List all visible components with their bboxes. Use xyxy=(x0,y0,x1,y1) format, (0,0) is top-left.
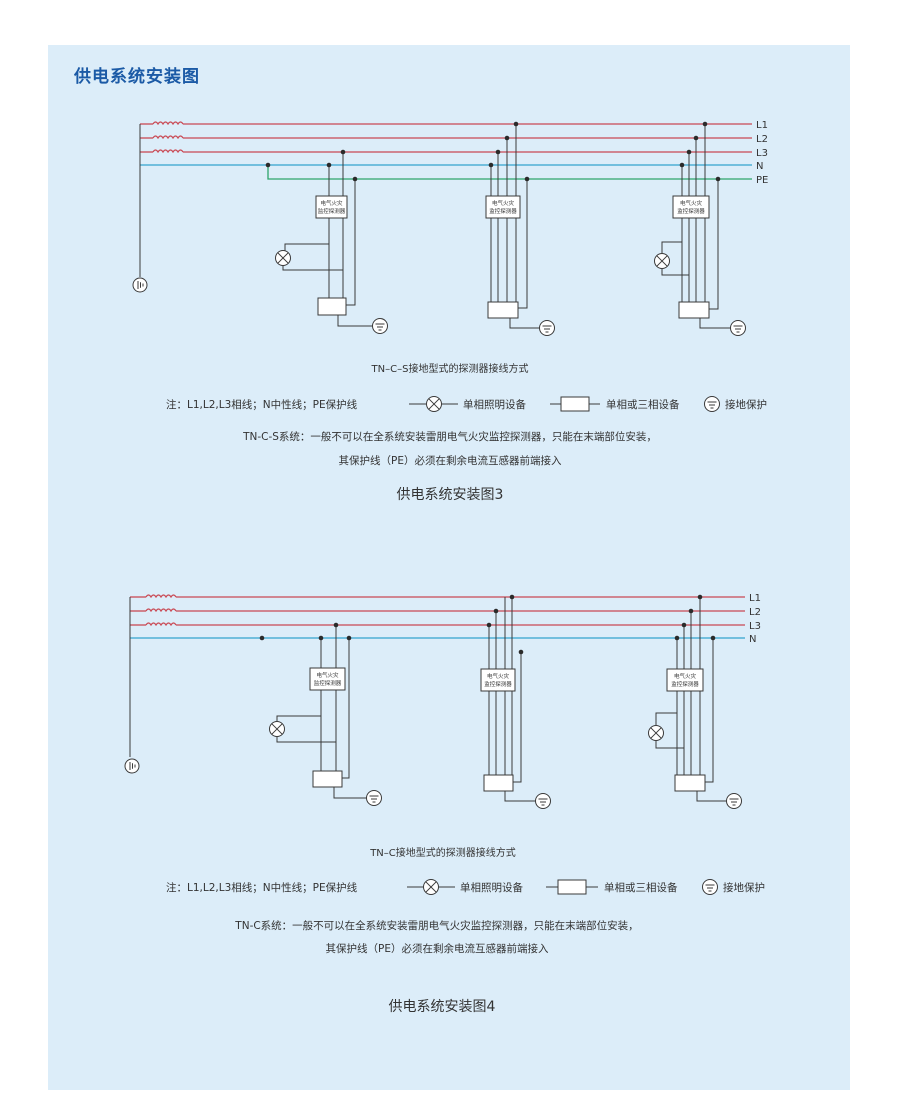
line-label-l3: L3 xyxy=(756,148,768,159)
line-label-l3: L3 xyxy=(749,621,761,632)
earth-icon xyxy=(726,793,742,809)
lamp-icon xyxy=(654,253,670,269)
supply-lines-b xyxy=(130,594,745,639)
detector-text: 电气火灾 xyxy=(316,671,339,679)
branch-three-phase-b: 电气火灾 监控探测器 xyxy=(480,594,551,809)
diagram-caption: TN–C接地型式的探测器接线方式 xyxy=(369,846,516,859)
detector-text: 监控探测器 xyxy=(314,679,342,687)
earth-icon xyxy=(366,790,382,806)
branch-mixed-b: 电气火灾 监控探测器 xyxy=(648,594,742,809)
remark-line-1: TN-C系统：一般不可以在全系统安装雷朋电气火灾监控探测器，只能在末端部位安装， xyxy=(234,919,638,932)
remark-line-2: 其保护线（PE）必须在剩余电流互感器前端接入 xyxy=(326,942,549,955)
earth-legend-icon xyxy=(702,879,718,895)
line-label-pe: PE xyxy=(756,175,768,186)
figure-title: 供电系统安装图3 xyxy=(397,487,504,503)
detector-text: 监控探测器 xyxy=(677,207,705,215)
equipment-box xyxy=(674,774,706,792)
detector-text: 监控探测器 xyxy=(484,680,512,688)
lamp-icon xyxy=(275,250,291,266)
supply-lines-a xyxy=(140,121,752,180)
figure-title: 供电系统安装图4 xyxy=(389,999,496,1015)
lamp-legend-icon xyxy=(426,396,442,412)
earth-icon xyxy=(539,320,555,336)
equipment-box xyxy=(312,770,343,788)
earth-icon xyxy=(535,793,551,809)
page-panel xyxy=(48,45,850,1090)
legend-lamp-label: 单相照明设备 xyxy=(460,881,523,894)
remark-line-1: TN-C-S系统：一般不可以在全系统安装雷朋电气火灾监控探测器，只能在末端部位安… xyxy=(242,430,657,443)
legend-a: 注：L1,L2,L3相线；N中性线；PE保护线 单相照明设备 单相或三相设备 接… xyxy=(166,396,767,412)
detector-box xyxy=(485,195,521,219)
detector-text: 监控探测器 xyxy=(671,680,699,688)
lamp-legend-icon xyxy=(423,879,439,895)
equipment-box xyxy=(483,774,514,792)
detector-text: 电气火灾 xyxy=(320,199,343,207)
remark-line-2: 其保护线（PE）必须在剩余电流互感器前端接入 xyxy=(339,454,562,467)
branch-mixed-a: 电气火灾 监控探测器 xyxy=(654,121,746,336)
diagram-caption: TN–C–S接地型式的探测器接线方式 xyxy=(371,362,529,375)
line-label-l1: L1 xyxy=(756,120,768,131)
source-ground-icon xyxy=(132,277,148,293)
detector-text: 电气火灾 xyxy=(492,199,515,207)
branch-single-phase-b: 电气火灾 监控探测器 xyxy=(269,622,382,806)
detector-text: 监控探测器 xyxy=(318,207,346,215)
page-title: 供电系统安装图 xyxy=(74,67,200,87)
detector-box xyxy=(315,195,348,219)
detector-text: 电气火灾 xyxy=(487,672,510,680)
equipment-box xyxy=(317,297,347,316)
line-label-l2: L2 xyxy=(749,607,761,618)
detector-box xyxy=(666,668,704,692)
earth-legend-icon xyxy=(704,396,720,412)
legend-note: 注：L1,L2,L3相线；N中性线；PE保护线 xyxy=(166,398,358,411)
detector-text: 监控探测器 xyxy=(489,207,517,215)
legend-equipment-label: 单相或三相设备 xyxy=(604,881,678,894)
equipment-legend-icon xyxy=(560,396,590,412)
legend-note: 注：L1,L2,L3相线；N中性线；PE保护线 xyxy=(166,881,358,894)
lamp-icon xyxy=(648,725,664,741)
earth-icon xyxy=(372,318,388,334)
line-label-n: N xyxy=(756,161,763,172)
lamp-icon xyxy=(269,721,285,737)
line-label-l2: L2 xyxy=(756,134,768,145)
detector-box xyxy=(672,195,710,219)
equipment-box xyxy=(678,301,710,319)
detector-box xyxy=(309,667,346,691)
line-label-l1: L1 xyxy=(749,593,761,604)
earth-icon xyxy=(730,320,746,336)
legend-ground-label: 接地保护 xyxy=(725,398,767,411)
legend-equipment-label: 单相或三相设备 xyxy=(606,398,680,411)
equipment-legend-icon xyxy=(557,879,587,895)
detector-text: 电气火灾 xyxy=(674,672,697,680)
line-label-n: N xyxy=(749,634,756,645)
detector-text: 电气火灾 xyxy=(680,199,703,207)
diagram-tn-c: L1 L2 L3 N 电气火灾 监控探测器 xyxy=(124,593,765,1015)
branch-single-phase-a: 电气火灾 监控探测器 xyxy=(265,149,388,334)
legend-b: 注：L1,L2,L3相线；N中性线；PE保护线 单相照明设备 单相或三相设备 接… xyxy=(166,879,765,895)
legend-lamp-label: 单相照明设备 xyxy=(463,398,526,411)
diagram-tn-c-s: L1 L2 L3 N PE 电气火灾 监控探测器 xyxy=(132,120,768,503)
legend-ground-label: 接地保护 xyxy=(723,881,765,894)
equipment-box xyxy=(487,301,519,319)
source-ground-icon xyxy=(124,758,140,774)
detector-box xyxy=(480,668,516,692)
branch-three-phase-a: 电气火灾 监控探测器 xyxy=(485,121,555,336)
